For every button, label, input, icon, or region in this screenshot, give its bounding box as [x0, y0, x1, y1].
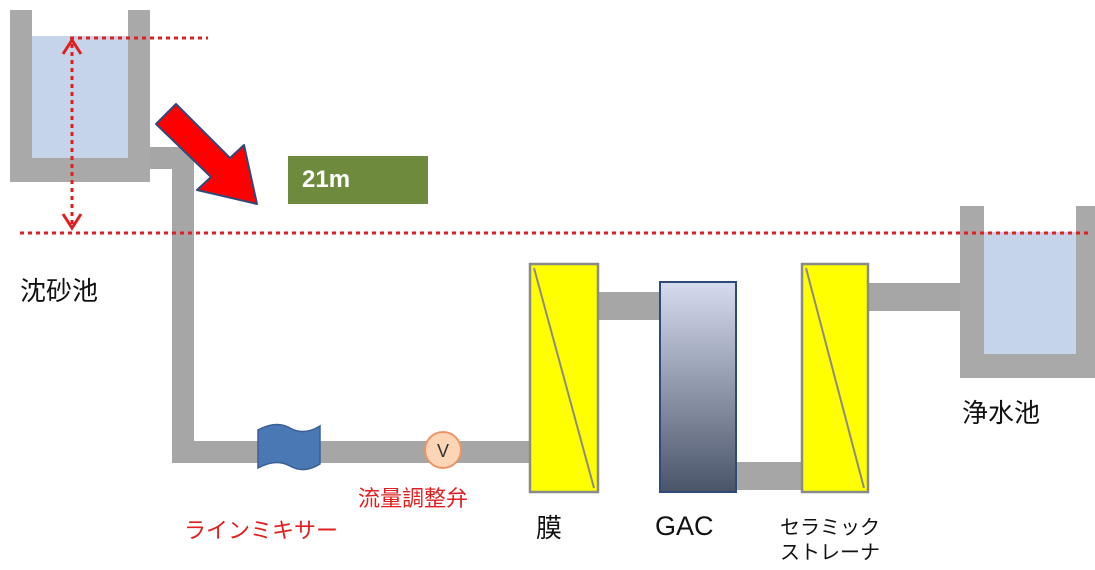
gac-column — [659, 281, 737, 493]
pipe-vertical — [172, 147, 194, 463]
gac-label: GAC — [655, 511, 714, 541]
flow-control-valve-label: 流量調整弁 — [358, 487, 469, 512]
sedimentation-tank-water — [32, 36, 128, 158]
ceramic-strainer-label-line1: セラミック — [780, 515, 880, 539]
membrane-unit — [528, 262, 600, 494]
membrane-label: 膜 — [536, 514, 563, 544]
flow-arrow-icon — [155, 103, 258, 205]
clean-water-basin-label: 浄水池 — [962, 399, 1041, 429]
valve-icon: V — [424, 431, 462, 469]
line-mixer-icon — [257, 423, 321, 471]
sedimentation-basin-label: 沈砂池 — [20, 277, 99, 307]
ceramic-strainer-unit — [800, 262, 870, 494]
ceramic-strainer-label-line2: ストレーナ — [780, 540, 880, 564]
clean-water-tank — [960, 206, 1095, 378]
height-difference-badge: 21m — [288, 156, 428, 204]
sedimentation-tank — [10, 10, 150, 182]
ceramic-strainer-label: セラミック ストレーナ — [780, 515, 880, 565]
pipe-gac-strainer — [736, 462, 802, 490]
height-arrow — [61, 37, 83, 231]
clean-water-tank-water — [984, 232, 1076, 354]
line-mixer-label: ラインミキサー — [184, 519, 339, 544]
pipe-membrane-gac — [598, 292, 662, 320]
pipe-bottom — [172, 441, 530, 463]
valve-symbol: V — [437, 441, 449, 461]
